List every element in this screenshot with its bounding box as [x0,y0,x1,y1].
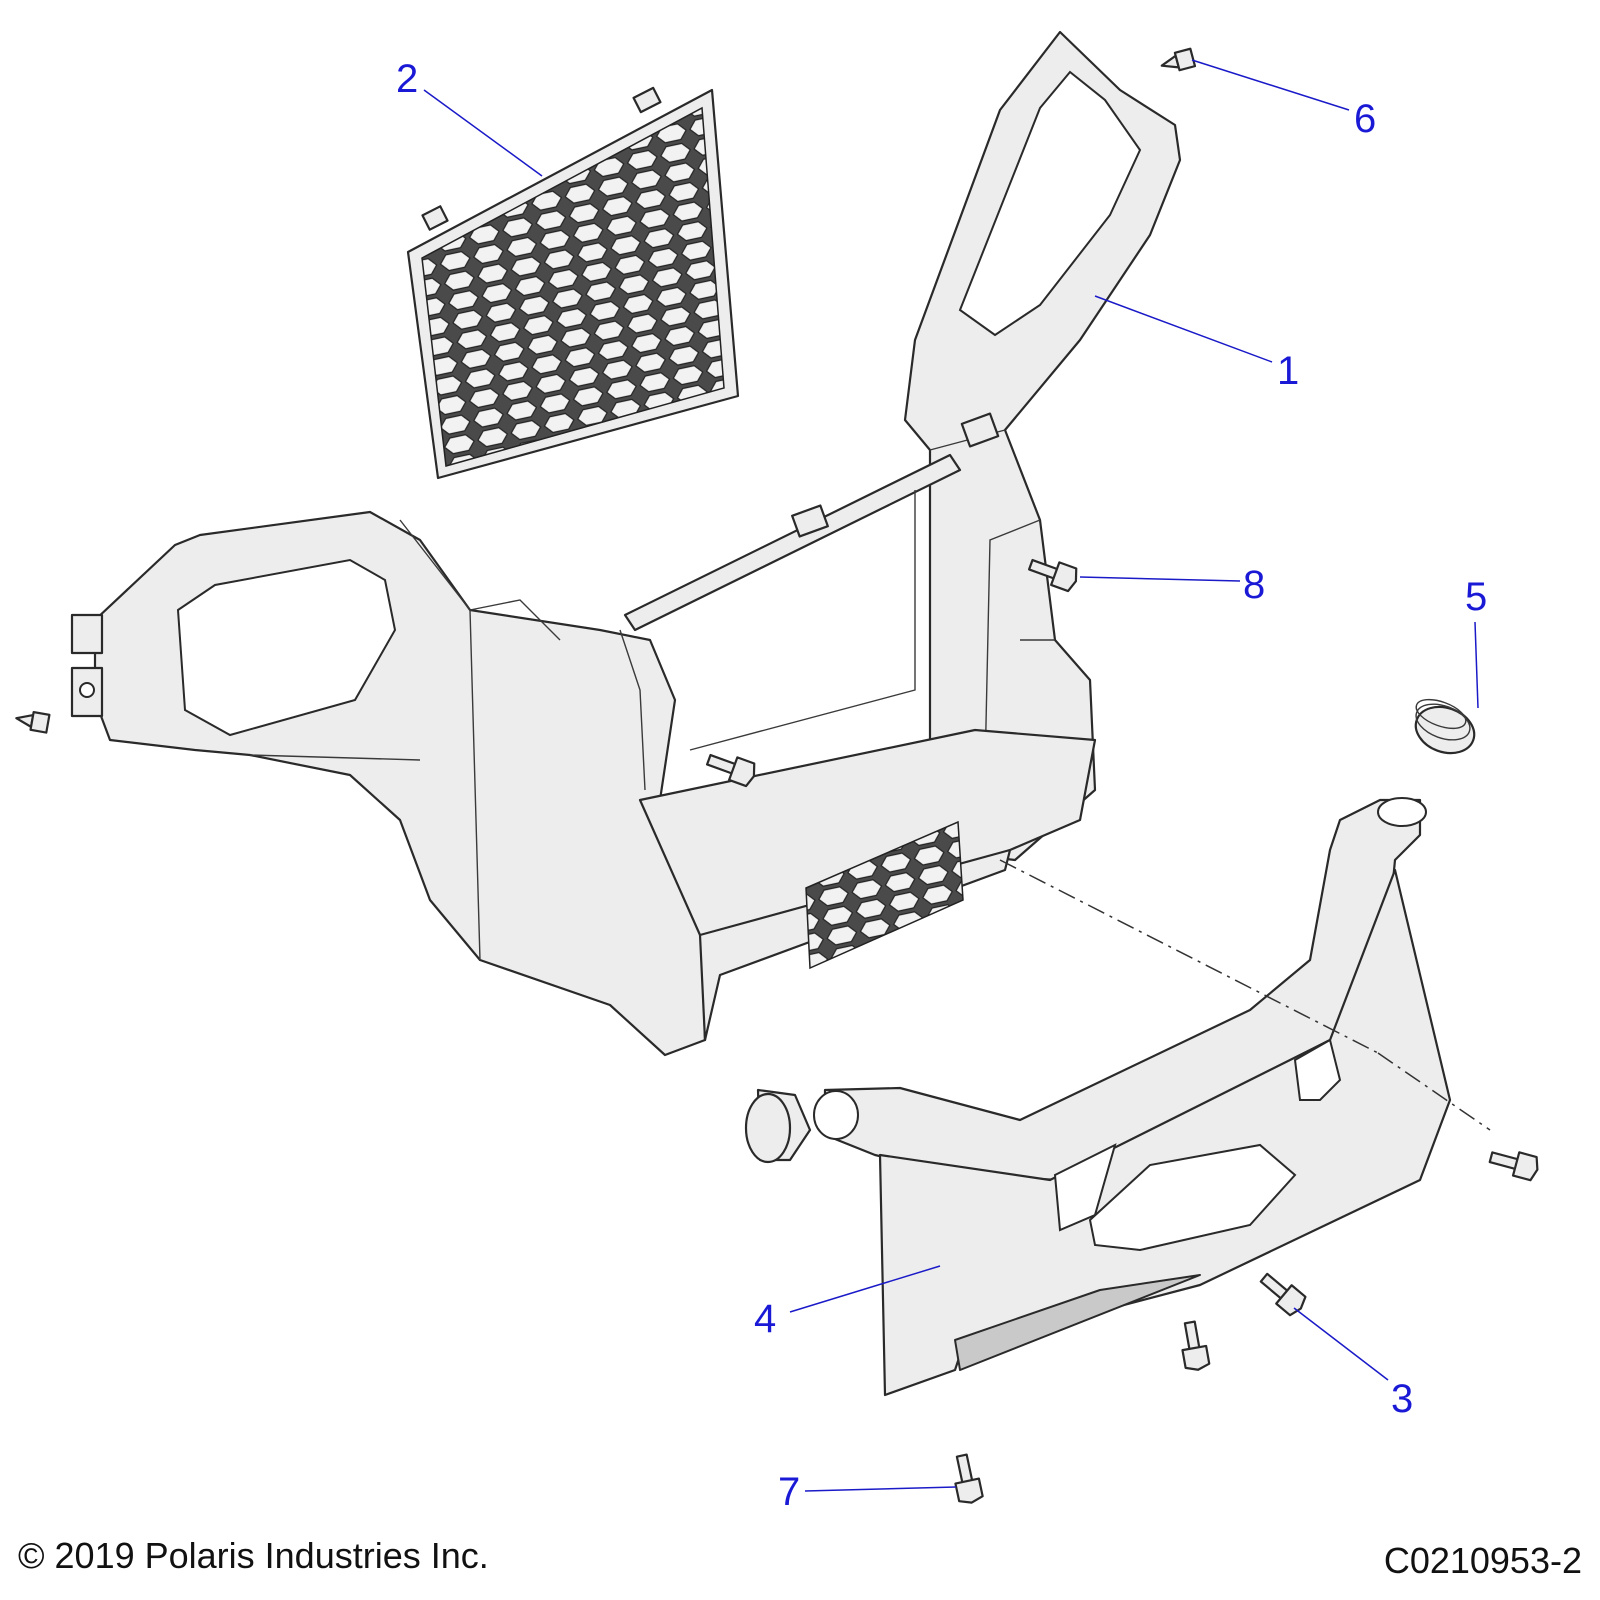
callout-1: 1 [1277,349,1299,393]
callout-7: 7 [778,1470,800,1514]
bolt-icon [705,753,756,788]
grille-screen [406,86,740,480]
push-rivet-icon [1160,47,1197,72]
tube-end-cap-lower [744,1088,812,1164]
assembly-line [999,859,1379,1054]
tube-end-cap-upper [1414,698,1476,755]
drawing-number: C0210953-2 [1383,1540,1582,1581]
bolt-icon [1027,558,1078,593]
callout-4: 4 [754,1297,776,1341]
bumper-tube-with-skid-plate [813,797,1452,1397]
callout-3: 3 [1391,1377,1413,1421]
bolt-icon [1181,1320,1211,1371]
bolt-icon [1488,1151,1539,1182]
copyright-notice: © 2019 Polaris Industries Inc. [18,1535,489,1576]
assembly-line [1377,1052,1491,1131]
callout-2: 2 [396,57,418,101]
callout-6: 6 [1354,97,1376,141]
leader-lines [423,59,1479,1492]
push-rivet-icon [15,710,51,734]
bolt-icon [1259,1272,1307,1317]
callout-8: 8 [1243,563,1265,607]
callout-5: 5 [1465,575,1487,619]
front-bumper-frame [70,30,1182,1057]
bolt-icon [954,1453,984,1504]
